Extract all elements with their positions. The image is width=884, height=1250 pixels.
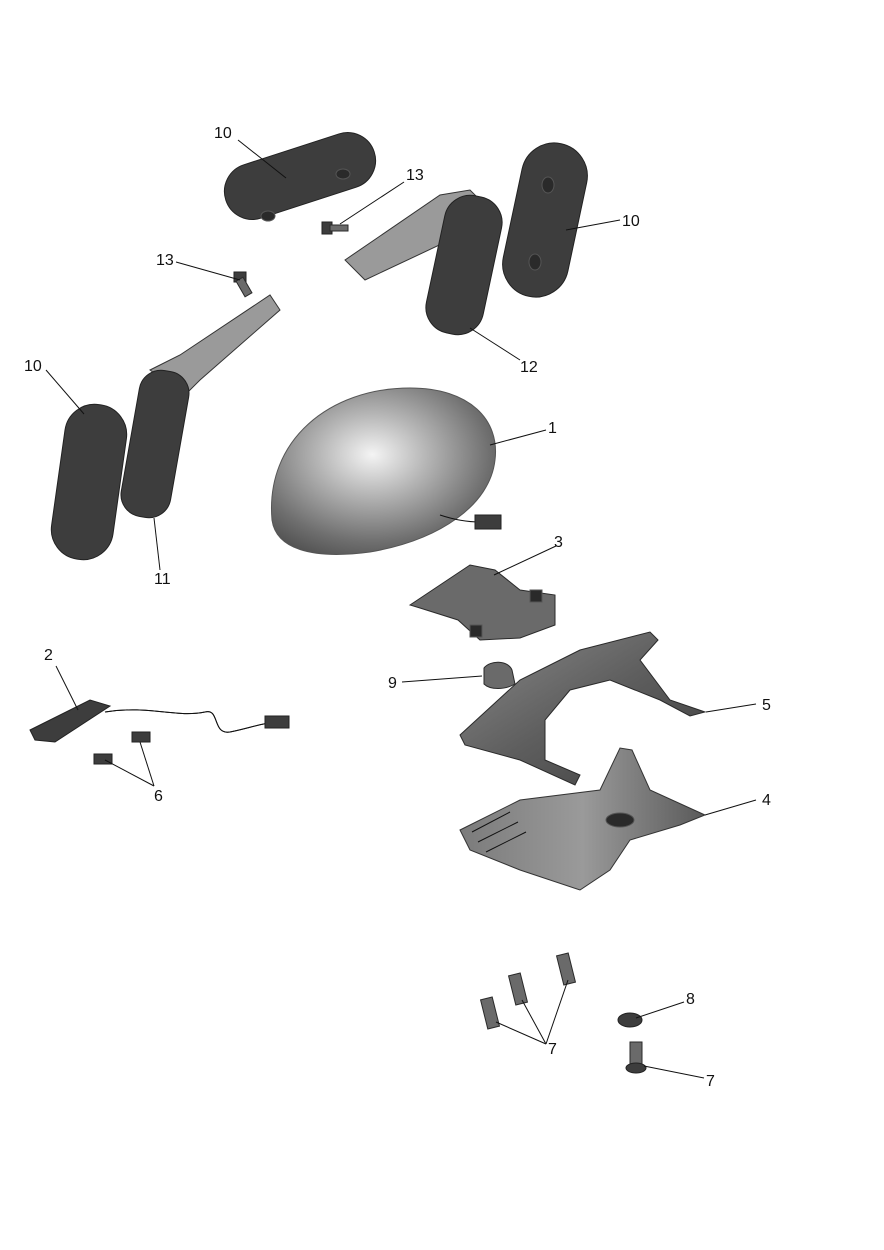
callout-13-upper: 13: [406, 167, 424, 184]
callout-10-right: 10: [622, 213, 640, 230]
callout-12: 12: [520, 359, 538, 376]
callout-2: 2: [44, 647, 53, 664]
callout-13-lower: 13: [156, 252, 174, 269]
callout-5: 5: [762, 697, 771, 714]
pad-10-right: [502, 142, 588, 298]
clip-9: [483, 661, 516, 689]
shell-5: [459, 631, 707, 786]
dome-lamp-1: [271, 387, 502, 555]
pad-10-top: [223, 132, 377, 222]
callout-8: 8: [686, 991, 695, 1008]
bracket-11-left: [120, 294, 281, 519]
callout-11: 11: [154, 571, 171, 588]
callout-1: 1: [548, 420, 557, 437]
washer-8: [617, 1012, 643, 1028]
callout-3: 3: [554, 534, 563, 551]
callout-6: 6: [154, 788, 163, 805]
pad-10-left: [50, 403, 128, 561]
harness-2: [29, 699, 290, 743]
base-4: [459, 747, 707, 891]
callout-7-group: 7: [548, 1041, 557, 1058]
bracket-12-right: [344, 189, 503, 336]
screws-7-group: [479, 952, 577, 1030]
screw-7-single: [625, 1041, 647, 1074]
pin-13-lower: [233, 271, 253, 298]
screws-6: [93, 731, 151, 765]
callout-9: 9: [388, 675, 397, 692]
callout-10-left: 10: [24, 358, 42, 375]
callout-4: 4: [762, 792, 771, 809]
callout-10-top: 10: [214, 125, 232, 142]
mount-bracket-3: [408, 564, 556, 641]
leader-lines: [45, 139, 757, 1079]
callout-7-single: 7: [706, 1073, 715, 1090]
pin-13-upper: [321, 221, 349, 235]
